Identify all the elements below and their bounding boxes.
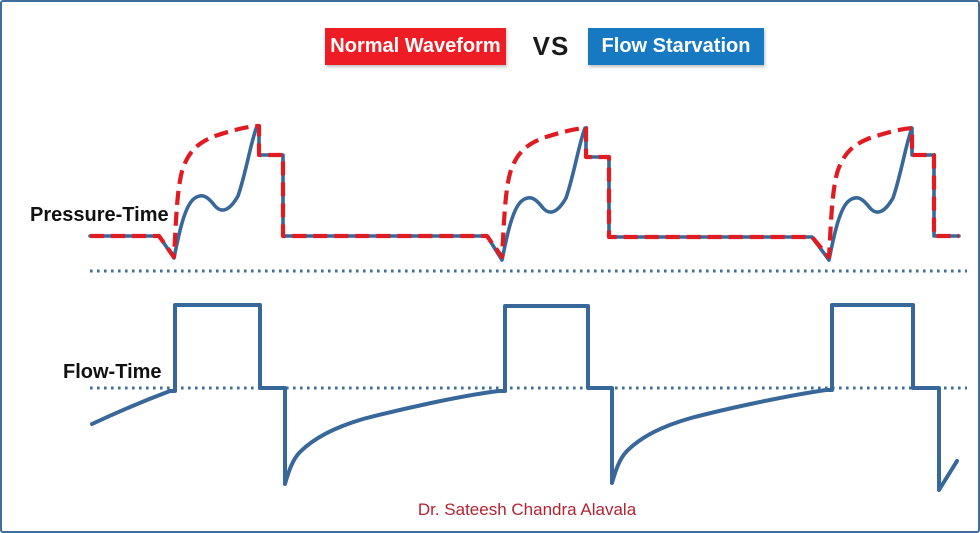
vs-label: VS	[532, 31, 570, 61]
pressure-flow-starvation-trace	[88, 124, 961, 262]
flow-time-trace	[90, 303, 959, 492]
credit-text: Dr. Sateesh Chandra Alavala	[417, 500, 637, 519]
pressure-normal-trace	[90, 123, 959, 260]
normal-waveform-badge: Normal Waveform	[325, 28, 506, 65]
flow-time-label: Flow-Time	[63, 361, 162, 383]
pressure-time-label: Pressure-Time	[30, 204, 169, 226]
flow-starvation-badge: Flow Starvation	[588, 28, 764, 65]
